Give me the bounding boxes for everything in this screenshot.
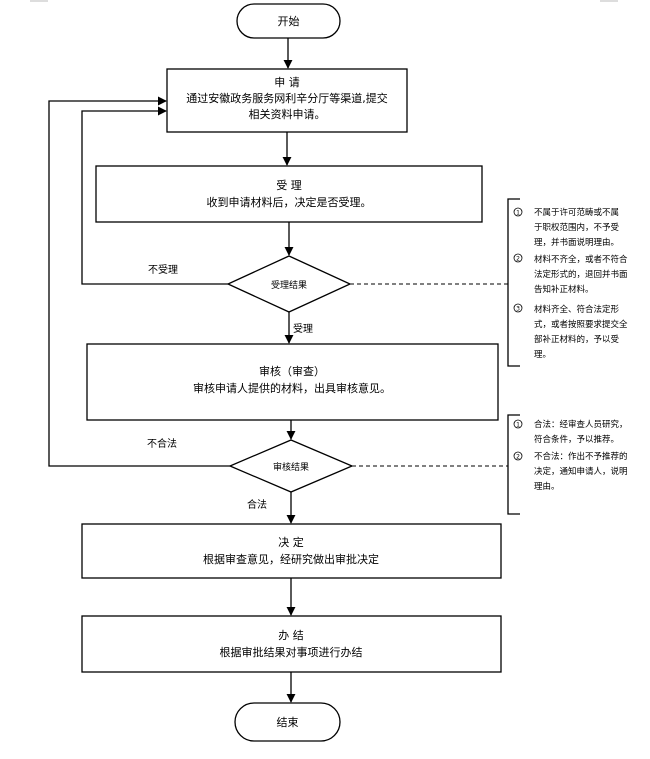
arrow-not-accept-loop (81, 106, 228, 285)
svg-text:决定，通知申请人，说明: 决定，通知申请人，说明 (534, 466, 628, 477)
accept-box: 受 理 收到申请材料后，决定是否受理。 (95, 165, 483, 223)
accept-result-label: 受理结果 (271, 279, 307, 291)
accept-line1: 收到申请材料后，决定是否受理。 (207, 195, 372, 209)
svg-text:理，并书面说明理由。: 理，并书面说明理由。 (534, 237, 619, 248)
accept-notes-bracket (507, 198, 520, 367)
svg-text:1: 1 (516, 210, 520, 217)
review-notes: 1 合法：经审查人员研究， 符合条件，予以推荐。 2 不合法：作出不予推荐的 决… (507, 414, 628, 515)
apply-line1: 通过安徽政务服务网利辛分厅等渠道,提交 (186, 91, 388, 105)
accept-title: 受 理 (276, 179, 302, 192)
svg-text:法定形式的，退回并书面: 法定形式的，退回并书面 (534, 269, 628, 280)
svg-text:于职权范围内，不予受: 于职权范围内，不予受 (534, 222, 620, 233)
accept-result-diamond: 受理结果 (226, 255, 352, 313)
svg-text:1: 1 (516, 422, 520, 429)
svg-text:不合法：作出不予推荐的: 不合法：作出不予推荐的 (534, 451, 628, 462)
decide-box: 决 定 根据审查意见，经研究做出审批决定 (81, 523, 502, 579)
svg-text:材料齐全、符合法定形: 材料齐全、符合法定形 (534, 304, 620, 315)
svg-text:理。: 理。 (534, 350, 551, 360)
accept-notes: 1 不属于许可范畴或不属 于职权范围内，不予受 理，并书面说明理由。 2 材料不… (507, 198, 628, 367)
review-note-1: 1 合法：经审查人员研究， 符合条件，予以推荐。 (513, 419, 628, 445)
svg-text:材料不齐全，或者不符合: 材料不齐全，或者不符合 (534, 254, 628, 265)
legal-label: 合法 (247, 498, 267, 511)
accept-note-1: 1 不属于许可范畴或不属 于职权范围内，不予受 理，并书面说明理由。 (513, 207, 620, 248)
arrow-illegal-loop (48, 96, 230, 467)
review-notes-bracket (507, 414, 520, 515)
accept-label: 受理 (293, 323, 313, 335)
review-box: 审核（审查） 审核申请人提供的材料，出具审核意见。 (86, 343, 499, 421)
svg-text:2: 2 (516, 454, 520, 461)
svg-text:2: 2 (516, 256, 520, 263)
decide-line1: 根据审查意见，经研究做出审批决定 (203, 552, 379, 566)
apply-title: 申 请 (274, 76, 300, 89)
illegal-label: 不合法 (147, 437, 177, 450)
accept-note-3: 3 材料齐全、符合法定形 式，或者按照要求提交全 部补正材料的，予以受 理。 (513, 303, 628, 360)
finish-title: 办 结 (278, 629, 304, 642)
start-node: 开始 (236, 3, 341, 39)
svg-text:理由。: 理由。 (534, 481, 560, 492)
apply-box: 申 请 通过安徽政务服务网利辛分厅等渠道,提交 相关资料申请。 (166, 68, 408, 133)
end-label: 结束 (277, 716, 299, 729)
svg-text:告知补正材料。: 告知补正材料。 (534, 284, 594, 295)
decide-title: 决 定 (278, 535, 304, 549)
end-node: 结束 (234, 702, 341, 742)
svg-text:不属于许可范畴或不属: 不属于许可范畴或不属 (534, 207, 619, 218)
svg-text:式，或者按照要求提交全: 式，或者按照要求提交全 (534, 319, 628, 330)
svg-text:符合条件，予以推荐。: 符合条件，予以推荐。 (534, 434, 619, 445)
review-line1: 审核申请人提供的材料，出具审核意见。 (193, 381, 391, 395)
apply-line2: 相关资料申请。 (249, 107, 326, 121)
review-title: 审核（审查） (259, 364, 325, 378)
review-result-label: 审核结果 (273, 461, 309, 473)
finish-box: 办 结 根据审批结果对事项进行办结 (81, 615, 502, 673)
svg-text:部补正材料的，予以受: 部补正材料的，予以受 (534, 334, 620, 345)
accept-note-2: 2 材料不齐全，或者不符合 法定形式的，退回并书面 告知补正材料。 (513, 253, 628, 295)
svg-text:3: 3 (516, 306, 520, 313)
start-label: 开始 (278, 14, 300, 28)
finish-line1: 根据审批结果对事项进行办结 (220, 645, 363, 659)
review-note-2: 2 不合法：作出不予推荐的 决定，通知申请人，说明 理由。 (513, 451, 628, 492)
not-accept-label: 不受理 (148, 264, 178, 276)
svg-text:合法：经审查人员研究，: 合法：经审查人员研究， (534, 419, 628, 430)
review-result-diamond: 审核结果 (228, 439, 354, 493)
